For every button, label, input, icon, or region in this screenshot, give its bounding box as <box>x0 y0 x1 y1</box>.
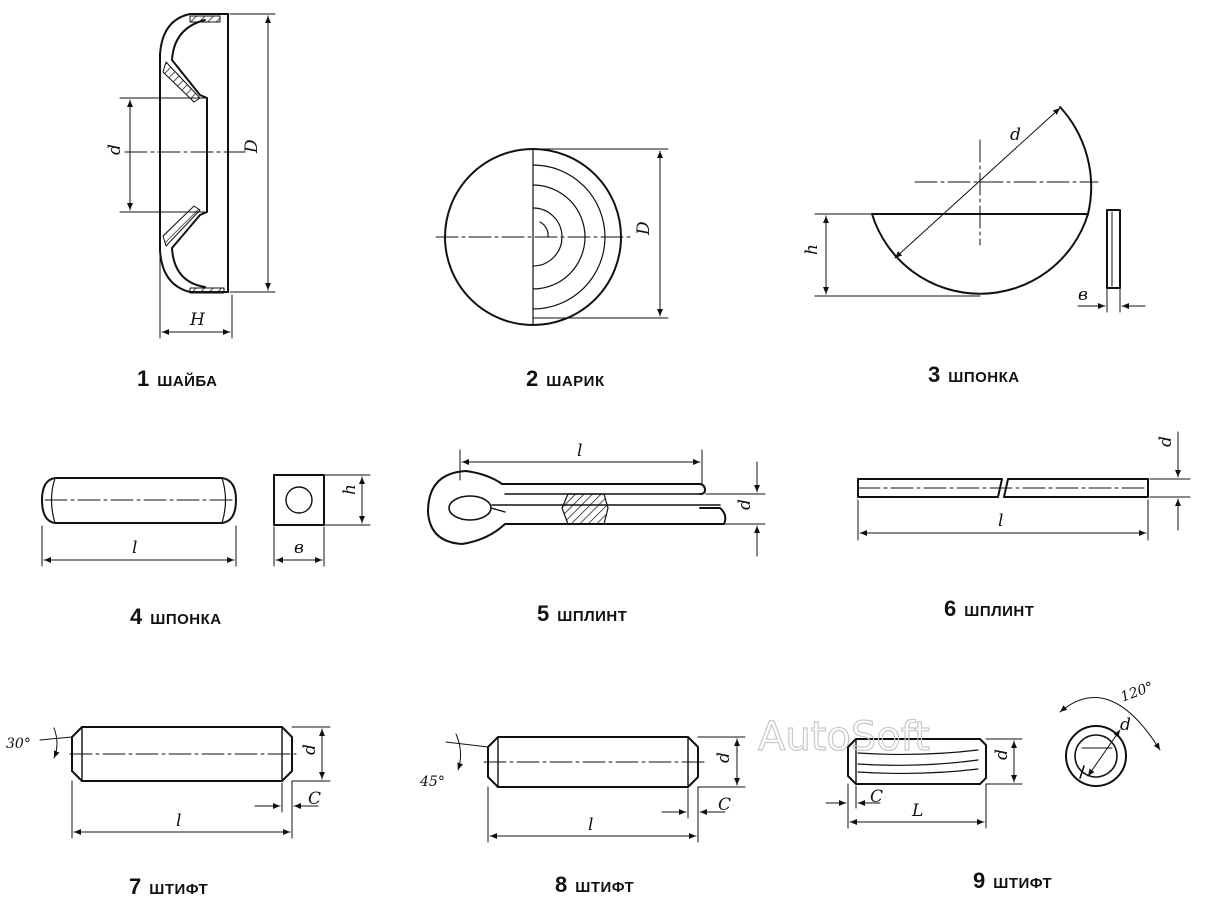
caption-fig-7: 7 ШТИФТ <box>129 874 208 900</box>
fig9-dim-d: d <box>992 749 1012 760</box>
fig6-dim-l: l <box>998 511 1003 531</box>
caption-number: 1 <box>137 366 150 391</box>
caption-fig-9: 9 ШТИФТ <box>973 868 1052 894</box>
caption-fig-6: 6 ШПЛИНТ <box>944 596 1034 622</box>
fig9-dim-angle: 120° <box>1119 679 1156 706</box>
fig1-dim-D: D <box>242 139 262 154</box>
fig2-dim-D: D <box>634 221 654 236</box>
fig9-dim-C: C <box>870 787 883 807</box>
caption-number: 5 <box>537 601 550 626</box>
fig3-dim-h: h <box>802 244 822 255</box>
caption-name: ШПОНКА <box>150 611 222 628</box>
fig8-dim-d: d <box>714 752 734 763</box>
caption-name: ШПЛИНТ <box>964 603 1035 620</box>
caption-number: 8 <box>555 872 568 897</box>
fig7-dim-C: C <box>308 789 321 809</box>
fig6-dim-d: d <box>1156 436 1176 447</box>
washer-drawing <box>119 13 276 339</box>
ball-drawing <box>435 148 669 326</box>
fig8-dim-C: C <box>718 795 731 815</box>
cotter-wire-drawing <box>857 431 1191 541</box>
pin-30-drawing <box>39 726 331 839</box>
caption-number: 6 <box>944 596 957 621</box>
fig9-dim-L: L <box>911 801 923 821</box>
caption-number: 7 <box>129 874 142 899</box>
pin-45-drawing <box>445 733 746 843</box>
fig7-dim-angle: 30° <box>6 736 31 752</box>
fig9-dim-d-end: d <box>1120 715 1131 735</box>
fig5-dim-l: l <box>577 441 582 461</box>
caption-number: 2 <box>526 366 539 391</box>
fig7-dim-l: l <box>176 811 181 831</box>
caption-name: ШАЙБА <box>157 373 218 390</box>
caption-name: ШТИФТ <box>575 879 635 896</box>
fig4-dim-l: l <box>132 538 137 558</box>
watermark: AutoSoft <box>758 714 930 760</box>
caption-name: ШАРИК <box>546 373 605 390</box>
prismatic-key-drawing <box>41 474 371 567</box>
caption-fig-2: 2 ШАРИК <box>526 366 605 392</box>
caption-name: ШТИФТ <box>993 875 1053 892</box>
caption-name: ШПОНКА <box>948 369 1020 386</box>
caption-fig-8: 8 ШТИФТ <box>555 872 634 898</box>
fig1-dim-H: H <box>189 310 206 330</box>
fig3-dim-d: d <box>1010 125 1021 145</box>
segment-key-drawing <box>814 106 1146 313</box>
caption-number: 4 <box>130 604 143 629</box>
fig5-dim-d: d <box>735 499 755 510</box>
caption-number: 9 <box>973 868 986 893</box>
fig7-dim-d: d <box>300 744 320 755</box>
fig3-dim-b: в <box>1078 285 1088 305</box>
caption-name: ШТИФТ <box>149 881 209 898</box>
caption-fig-1: 1 ШАЙБА <box>137 366 217 392</box>
caption-number: 3 <box>928 362 941 387</box>
fig8-dim-l: l <box>588 815 593 835</box>
caption-fig-4: 4 ШПОНКА <box>130 604 222 630</box>
caption-name: ШПЛИНТ <box>557 608 628 625</box>
fig4-dim-b: в <box>294 538 304 558</box>
cotter-pin-drawing <box>427 449 766 557</box>
fig8-dim-angle: 45° <box>419 774 445 790</box>
caption-fig-5: 5 ШПЛИНТ <box>537 601 627 627</box>
fig1-dim-d: d <box>105 144 125 155</box>
fig4-dim-h: h <box>340 484 360 495</box>
caption-fig-3: 3 ШПОНКА <box>928 362 1020 388</box>
spring-pin-drawing <box>825 697 1161 829</box>
